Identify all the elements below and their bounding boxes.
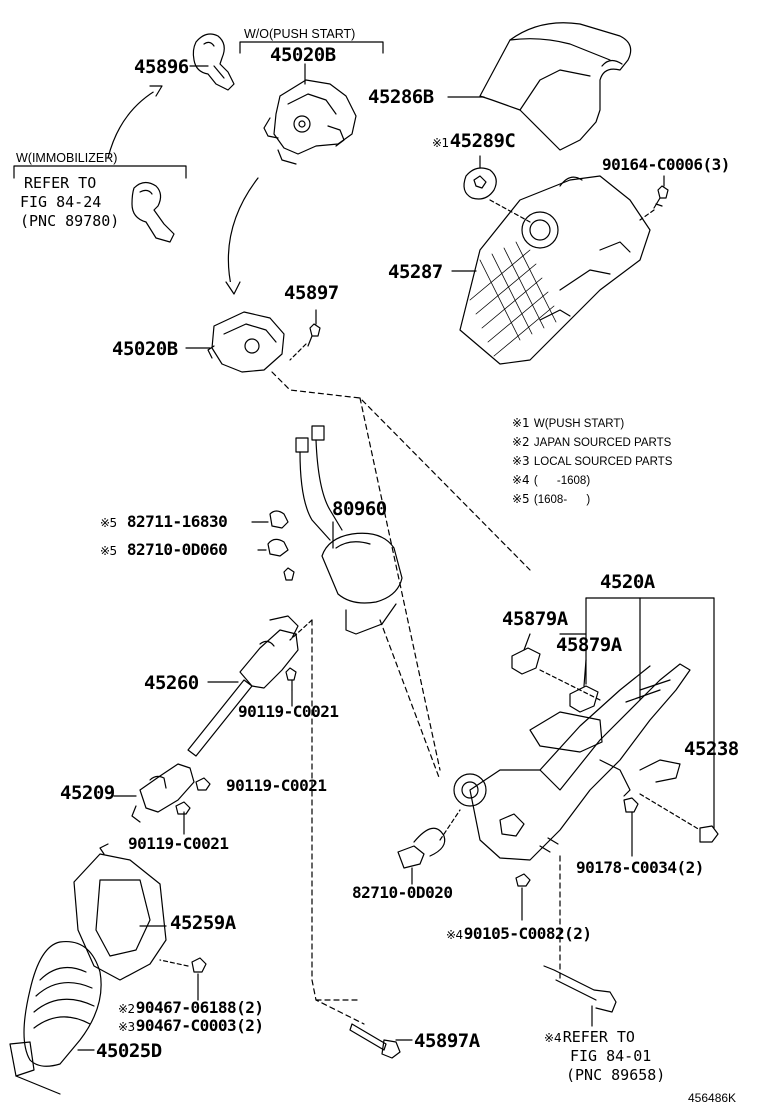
condition-w-immobilizer: W(IMMOBILIZER) xyxy=(16,151,118,165)
legend-item-2: ※2 JAPAN SOURCED PARTS xyxy=(512,435,672,449)
figure-number: 456486K xyxy=(688,1091,737,1105)
part-45209-drawing xyxy=(131,763,195,823)
part-45238-drawing xyxy=(699,825,719,843)
immobilizer-ref-line3: (PNC 89780) xyxy=(20,212,120,230)
lower-ref-line2: FIG 84-01 xyxy=(570,1047,652,1065)
part-label-45289c: ※145289C xyxy=(432,130,516,152)
part-label-45025d: 45025D xyxy=(96,1040,162,1062)
immobilizer-ref-line2: FIG 84-24 xyxy=(20,193,102,211)
part-45896-drawing xyxy=(192,33,235,91)
part-45287-drawing xyxy=(459,175,651,365)
part-label-90119-1: 90119-C0021 xyxy=(238,702,339,721)
part-4520a-drawing xyxy=(453,663,691,861)
part-80960-drawing xyxy=(295,425,403,635)
immobilizer-ref-line1: REFER TO xyxy=(24,174,97,192)
part-label-90164: 90164-C0006(3) xyxy=(602,155,730,174)
legend-item-3: ※3 LOCAL SOURCED PARTS xyxy=(512,454,673,468)
legend-item-5: ※5 (1608- ) xyxy=(512,492,591,506)
part-label-45020b-top: 45020B xyxy=(270,44,336,66)
part-90105-drawing xyxy=(515,873,531,887)
part-label-82710-0d020: 82710-0D020 xyxy=(352,883,453,902)
part-label-90467-06188: ※290467-06188(2) xyxy=(118,998,264,1017)
part-label-90467-c0003: ※390467-C0003(2) xyxy=(118,1016,264,1035)
part-90467-drawing xyxy=(191,957,207,973)
legend-item-4: ※4 ( -1608) xyxy=(512,473,591,487)
part-82710-0d020-drawing xyxy=(397,827,446,869)
part-label-45897: 45897 xyxy=(284,282,339,304)
part-immobilizer-ref-drawing xyxy=(131,181,175,243)
part-label-45879a-1: 45879A xyxy=(502,608,568,630)
mark-1: ※1 xyxy=(432,136,449,150)
part-lower-ref-drawing xyxy=(543,965,617,1027)
part-label-80960: 80960 xyxy=(332,498,387,520)
part-label-45896: 45896 xyxy=(134,56,189,78)
condition-w-o-push-start: W/O(PUSH START) xyxy=(244,27,356,41)
part-label-45286b: 45286B xyxy=(368,86,434,108)
part-label-82710-0d060: ※5 82710-0D060 xyxy=(100,540,228,559)
part-45260-drawing xyxy=(187,615,299,757)
part-45286b-drawing xyxy=(479,22,632,151)
part-label-4520a: 4520A xyxy=(600,571,655,593)
part-label-90119-3: 90119-C0021 xyxy=(128,834,229,853)
part-82711-drawing xyxy=(267,510,295,581)
part-45259a-drawing xyxy=(73,843,167,981)
legend-item-1: ※1 W(PUSH START) xyxy=(512,416,625,430)
lower-ref-line3: (PNC 89658) xyxy=(566,1066,666,1084)
part-label-45259a: 45259A xyxy=(170,912,236,934)
part-label-45260: 45260 xyxy=(144,672,199,694)
part-90178-drawing xyxy=(623,797,639,813)
part-90164-drawing xyxy=(653,185,669,209)
part-label-45879a-2: 45879A xyxy=(556,634,622,656)
lower-ref-line1: ※4REFER TO xyxy=(544,1028,635,1046)
part-label-45238: 45238 xyxy=(684,738,739,760)
part-label-90119-2: 90119-C0021 xyxy=(226,776,327,795)
part-45020b-top-drawing xyxy=(263,79,357,165)
part-label-90105: ※490105-C0082(2) xyxy=(446,924,592,943)
part-45897-drawing xyxy=(307,323,321,347)
part-label-82711-16830: ※5 82711-16830 xyxy=(100,512,228,531)
part-label-90178: 90178-C0034(2) xyxy=(576,858,704,877)
part-45020b-mid-drawing xyxy=(207,311,285,373)
part-45879a-drawing xyxy=(511,647,599,713)
part-45025d-drawing xyxy=(9,940,102,1095)
part-label-45287: 45287 xyxy=(388,261,443,283)
part-label-45209: 45209 xyxy=(60,782,115,804)
part-label-45020b-mid: 45020B xyxy=(112,338,178,360)
part-90119-drawing xyxy=(175,667,297,815)
part-45289c-drawing xyxy=(463,167,497,200)
part-label-45897a: 45897A xyxy=(414,1030,480,1052)
part-45897a-drawing xyxy=(349,1023,401,1059)
